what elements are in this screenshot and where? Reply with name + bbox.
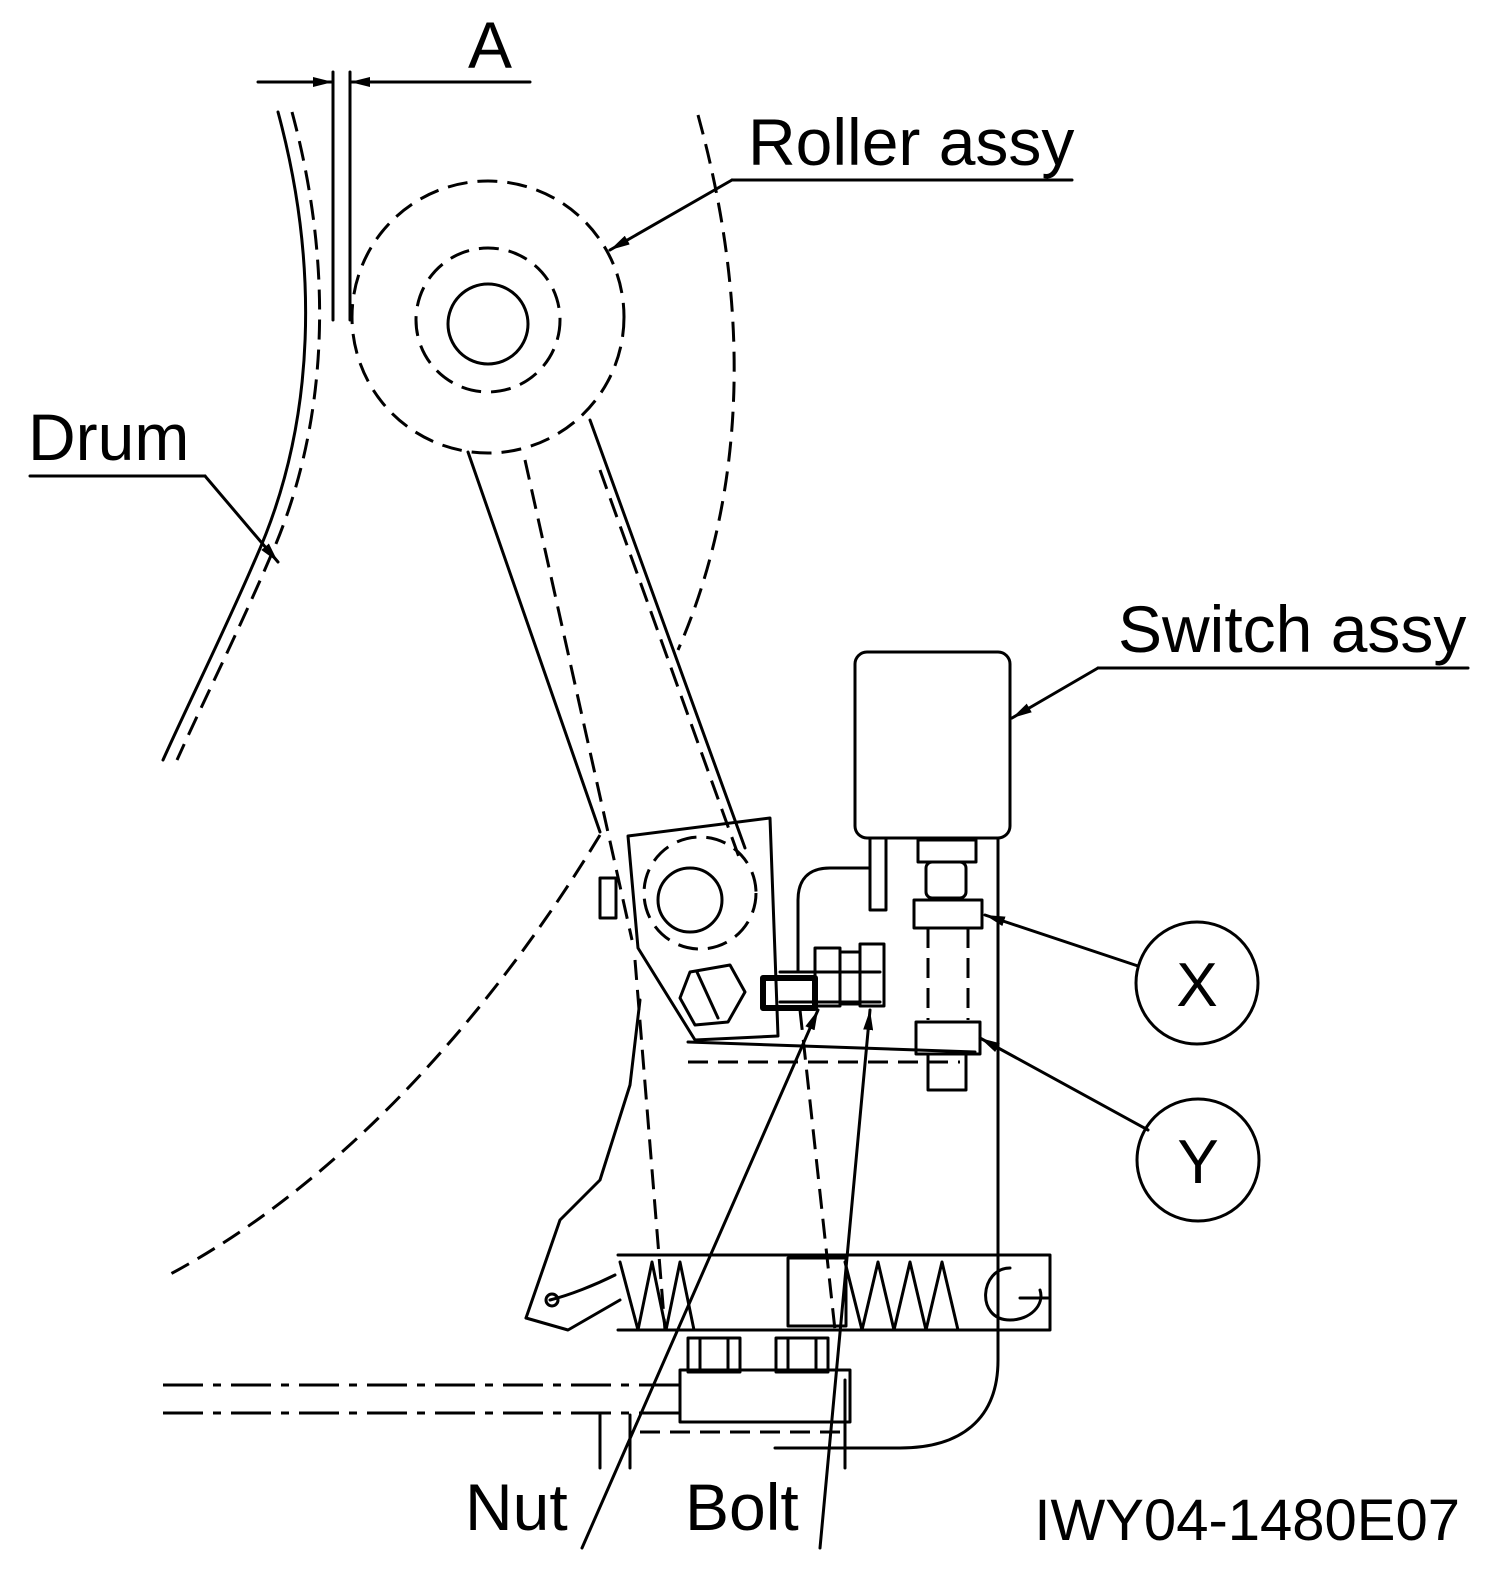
- callout-y-circle: [1135, 1097, 1261, 1223]
- roller-assy: [350, 179, 626, 455]
- figure-code-label: IWY04-1480E07: [1034, 1488, 1460, 1553]
- adjusting-bolt-nut: [760, 942, 886, 1011]
- roller-assy-label: Roller assy: [748, 105, 1074, 179]
- lower-swing-arc: [162, 834, 602, 1280]
- base-frame: [163, 1336, 852, 1470]
- callout-y-label: Y: [1177, 1128, 1218, 1197]
- nut-label: Nut: [465, 1470, 568, 1544]
- bolt-label: Bolt: [685, 1470, 799, 1544]
- lever-arm: [466, 418, 747, 941]
- leader-lines: [28, 178, 1470, 1550]
- dimension-a-label: A: [468, 8, 512, 82]
- switch-assy-label: Switch assy: [1118, 592, 1466, 666]
- drum-outline: [161, 110, 322, 762]
- pivot-bracket: [598, 816, 977, 1064]
- roller-swing-arc: [676, 114, 736, 651]
- spring-assy: [524, 959, 1052, 1332]
- drum-label: Drum: [28, 400, 189, 474]
- dimension-a-marker: [256, 70, 532, 322]
- callout-x-label: X: [1176, 951, 1217, 1020]
- callout-x-circle: [1134, 920, 1260, 1046]
